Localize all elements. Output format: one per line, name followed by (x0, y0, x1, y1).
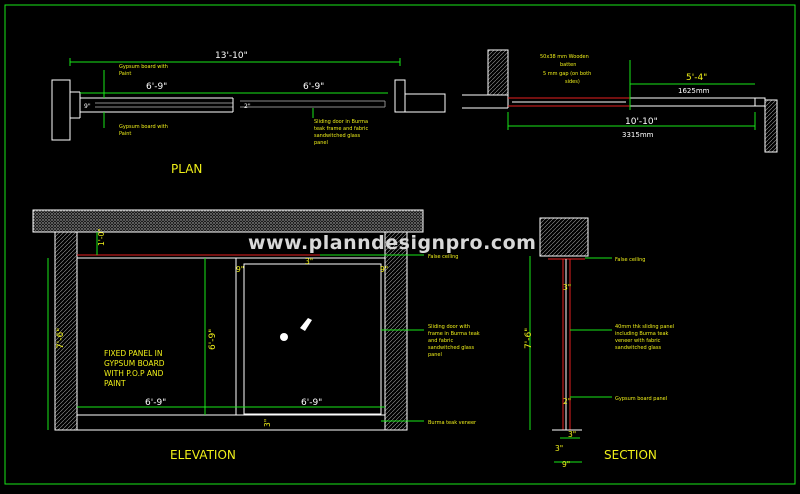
watermark: www.planndesignpro.com (248, 232, 536, 254)
plan-title: PLAN (171, 162, 202, 176)
section-view: 7'-6" False ceiling 3" 40mm thk sliding … (524, 217, 674, 469)
section-gypsum: Gypsum board panel (615, 396, 667, 402)
sheet-border (4, 4, 796, 485)
elevation-door-note-line2: frame in Burma teak (428, 331, 480, 337)
detail-dim-top-mm: 1625mm (678, 87, 710, 95)
plan-gypsum-top-line2: Paint (119, 71, 131, 77)
section-panel-note-line2: including Burma teak (615, 331, 669, 337)
plan-door-note-line1: Sliding door in Burma (314, 119, 368, 125)
detail-batten-note-line1: 50x38 mm Wooden (540, 54, 589, 60)
elevation-top-dim: 1'-0" (97, 228, 106, 246)
plan-left-wall (51, 79, 71, 141)
detail-batten-note-line3: 5 mm gap (on both (543, 71, 591, 77)
elevation-slab (32, 209, 424, 233)
fixed-panel-line1: FIXED PANEL IN (104, 349, 162, 358)
fixed-panel-line3: WITH P.O.P AND (104, 369, 164, 378)
detail-batten-note-line4: sides) (565, 79, 580, 85)
elevation-door-note-line5: panel (428, 352, 442, 358)
plan-right-wall (394, 79, 406, 113)
section-panel-note-line1: 40mm thk sliding panel (615, 324, 674, 330)
section-panel-note-line3: veneer with fabric (615, 338, 661, 344)
section-bottom-dim-total: 9" (562, 460, 570, 469)
detail-dim-bottom-mm: 3315mm (622, 131, 654, 139)
detail-batten-note-line2: batten (560, 62, 576, 68)
plan-detail-view: 50x38 mm Wooden batten 5 mm gap (on both… (462, 49, 778, 153)
plan-thickness-right: 2" (244, 103, 251, 110)
elevation-gap-top-left: 9" (236, 265, 244, 274)
elevation-height-left: 7'-6" (56, 328, 66, 349)
detail-dim-top: 5'-4" (686, 73, 707, 83)
elevation-view: 1'-0" 7'-6" 6'-9" FIXED PANEL IN GYPSUM … (32, 209, 480, 462)
elevation-door-note-line3: and fabric (428, 338, 453, 344)
fixed-panel-line2: GYPSUM BOARD (104, 359, 165, 368)
elevation-right-wall (384, 231, 408, 431)
detail-left-wall (487, 49, 509, 96)
elevation-gap-top-mid: 3" (305, 257, 313, 266)
section-slab (539, 217, 589, 257)
elevation-right-width: 6'-9" (301, 398, 322, 408)
plan-gypsum-bottom-line1: Gypsum board with (119, 124, 168, 130)
plan-thickness-left: 9" (84, 103, 91, 110)
plan-door-note-line4: panel (314, 140, 328, 146)
section-bottom-dim-b: 3" (555, 444, 563, 453)
section-top-dim: 3" (563, 283, 571, 292)
detail-right-wall (764, 99, 778, 153)
elevation-height-inner: 6'-9" (208, 329, 218, 350)
section-panel-note-line4: sandwitched glass (615, 345, 661, 351)
elevation-false-ceiling: False ceiling (428, 254, 458, 260)
elevation-door-note-line4: sandwitched glass (428, 345, 474, 351)
section-bottom-dim-a: 3" (568, 430, 576, 439)
elevation-door-note-line1: Sliding door with (428, 324, 470, 330)
elevation-gap-bottom: 3" (263, 419, 272, 427)
cursor-dot-icon (280, 333, 288, 341)
plan-view: 13'-10" 6'-9" 6'-9" Gypsum board with Pa… (51, 51, 446, 176)
plan-door-note-line3: sandwitched glass (314, 133, 360, 139)
pencil-icon (300, 318, 312, 331)
section-mid-dim: 2" (563, 397, 571, 406)
section-height: 7'-6" (524, 328, 534, 349)
elevation-sliding-door (243, 263, 382, 415)
plan-gypsum-top-line1: Gypsum board with (119, 64, 168, 70)
elevation-title: ELEVATION (170, 448, 236, 462)
plan-right-dim: 6'-9" (303, 82, 324, 92)
plan-overall-dim: 13'-10" (215, 51, 248, 61)
section-false-ceiling: False ceiling (615, 257, 645, 263)
plan-door-note-line2: teak frame and fabric (314, 126, 368, 132)
fixed-panel-line4: PAINT (104, 379, 126, 388)
elevation-veneer: Burma teak veneer (428, 420, 477, 426)
detail-dim-bottom: 10'-10" (625, 117, 658, 127)
elevation-left-width: 6'-9" (145, 398, 166, 408)
elevation-gap-top-right: 9" (380, 265, 388, 274)
plan-gypsum-bottom-line2: Paint (119, 131, 131, 137)
section-title: SECTION (604, 448, 657, 462)
plan-left-dim: 6'-9" (146, 82, 167, 92)
